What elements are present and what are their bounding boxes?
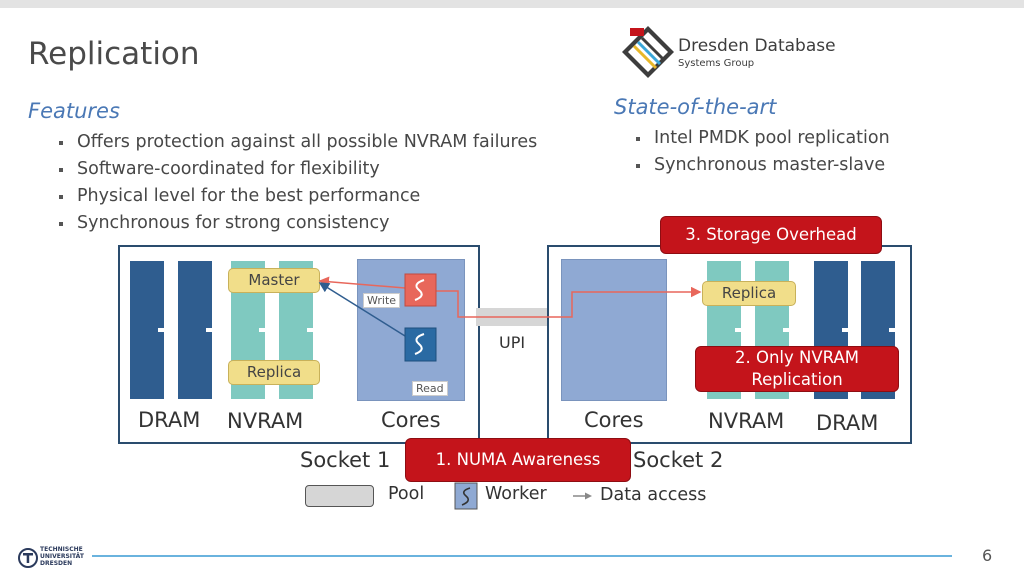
socket1-nvram-label: NVRAM [227,409,304,433]
state-of-the-art-heading: State-of-the-art [614,95,777,119]
upi-label: UPI [499,333,526,352]
page-number: 6 [982,546,993,565]
dresden-database-logo: Dresden Database Systems Group [620,24,850,84]
list-item: Intel PMDK pool replication [634,125,890,152]
callout-line: Replication [751,370,843,389]
tud-text-line: DRESDEN [40,560,73,567]
list-item: Offers protection against all possible N… [57,129,537,156]
features-list: Offers protection against all possible N… [57,129,537,237]
legend-pool-swatch [305,485,374,507]
socket-1-label: Socket 1 [300,448,391,472]
logo-title: Dresden Database [678,36,836,56]
logo-subtitle: Systems Group [678,58,755,69]
numa-awareness-callout: 1. NUMA Awareness [405,438,631,482]
logo-icon [622,26,674,78]
callout-line: 2. Only NVRAM [735,348,859,367]
list-item: Software-coordinated for flexibility [57,156,537,183]
worker-icon-write [404,273,437,307]
tu-dresden-logo: TECHNISCHE UNIVERSITÄT DRESDEN [18,545,88,571]
top-bar [0,0,1024,8]
socket-2-label: Socket 2 [633,448,724,472]
socket2-dram-label: DRAM [816,411,879,435]
slide-title: Replication [28,36,200,72]
state-of-the-art-list: Intel PMDK pool replication Synchronous … [634,125,890,179]
tud-text-line: UNIVERSITÄT [40,553,84,560]
socket1-cores-label: Cores [381,408,441,432]
list-item: Physical level for the best performance [57,183,537,210]
features-heading: Features [28,99,120,123]
legend-worker-label: Worker [485,484,547,504]
tud-text-line: TECHNISCHE [40,546,83,553]
read-label: Read [412,381,448,396]
tu-dresden-icon [18,548,38,568]
socket2-nvram-label: NVRAM [708,409,785,433]
worker-icon-read [404,327,437,362]
cores-block [561,259,667,401]
list-item: Synchronous for strong consistency [57,210,537,237]
footer-divider [92,555,952,557]
replica-pool-label: Replica [702,281,796,306]
replica-pool-label: Replica [228,360,320,385]
legend-pool-label: Pool [388,484,425,504]
list-item: Synchronous master-slave [634,152,890,179]
socket2-cores-label: Cores [584,408,644,432]
legend-data-access-label: Data access [600,485,707,505]
only-nvram-replication-callout: 2. Only NVRAM Replication [695,346,899,392]
storage-overhead-callout: 3. Storage Overhead [660,216,882,254]
write-label: Write [363,293,401,308]
legend-worker-icon [454,482,478,510]
master-pool-label: Master [228,268,320,293]
socket1-dram-label: DRAM [138,408,201,432]
